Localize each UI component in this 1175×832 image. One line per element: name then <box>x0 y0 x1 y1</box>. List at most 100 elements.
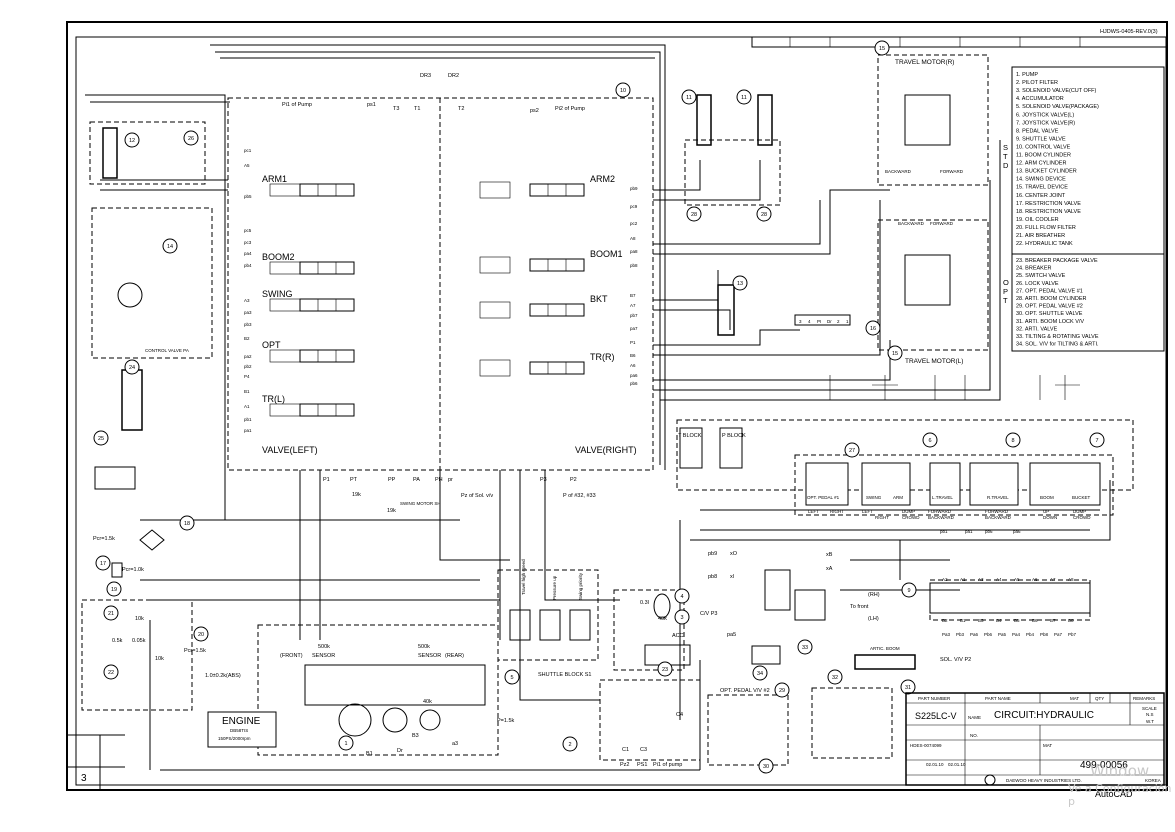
jl-pa6: pa6 <box>1013 529 1021 534</box>
callout-number: 30 <box>763 764 769 770</box>
direction-indicators <box>829 375 1080 400</box>
k10-label: 10k <box>155 656 164 662</box>
shuttle-label-2: Pressure up <box>552 575 557 600</box>
center-joint-port: 1 <box>846 319 849 324</box>
tb-scale-value: N.S <box>1146 712 1154 717</box>
shuttle-pilot-port: Pa4 <box>1012 632 1021 637</box>
t-p-blocks: T BLOCK P BLOCK <box>678 427 746 469</box>
legend-item: 31. ARTI. BOOM LOCK V/V <box>1016 319 1084 325</box>
vb-pt: PT <box>350 477 358 483</box>
port-label: pa8 <box>630 249 638 254</box>
callout-marker: 33 <box>797 639 813 655</box>
pcr-10: Pcr=1.0k <box>122 567 144 573</box>
port-label: P4 <box>244 374 250 379</box>
tb-mat-label: MAT <box>1070 696 1079 701</box>
corner-sheet-label: 3 <box>81 773 87 784</box>
callout-number: 1 <box>344 741 347 747</box>
jl-pb1: pb1 <box>940 529 948 534</box>
pump-500k-b: 500k <box>418 644 430 650</box>
t2-label: T2 <box>458 106 464 112</box>
swing-device-label: CONTROL VALVE PA <box>145 348 189 353</box>
port-label: pa1 <box>244 428 252 433</box>
engine-model: DB58TIS <box>230 728 248 733</box>
port-label: A5 <box>244 163 250 168</box>
pi2-of-pump: Pi2 of Pump <box>555 106 585 112</box>
hydraulic-lines <box>85 44 1111 771</box>
t-block-label: T BLOCK <box>678 433 702 439</box>
port-label: pa4 <box>244 251 252 256</box>
callout-marker: 17 <box>95 555 111 571</box>
legend-item: 25. SWITCH VALVE <box>1016 273 1066 279</box>
spool-label: ARM1 <box>262 174 287 184</box>
shuttle-pilot-port: Pb7 <box>1068 632 1077 637</box>
port-label: pb3 <box>244 322 252 327</box>
tb-qty-label: QTY <box>1095 696 1104 701</box>
callout-marker: 27 <box>844 442 860 458</box>
callout-number: 13 <box>737 281 743 287</box>
vb-p-of-32-33: P of #32, #33 <box>563 493 596 499</box>
swing-device: CONTROL VALVE PA <box>117 282 189 353</box>
spool-section: BOOM2 <box>262 252 355 275</box>
callout-number: 8 <box>1011 438 1014 444</box>
tilt-to-front: To front <box>850 604 869 610</box>
vb-pa: PA <box>413 477 420 483</box>
legend-item: 21. AIR BREATHER <box>1016 233 1065 239</box>
port-label: pb5 <box>244 194 252 199</box>
tilt-xo: xO <box>730 551 738 557</box>
callout-number: 11 <box>686 95 692 101</box>
callout-number: 5 <box>510 675 513 681</box>
callout-marker: 4 <box>674 588 690 604</box>
spool-label: TR(R) <box>590 352 615 362</box>
jl-dump-1: DUMP <box>902 509 915 514</box>
tm-l-backward: BACKWARD <box>898 221 925 226</box>
t3-label: T3 <box>393 106 399 112</box>
pump-rear: (REAR) <box>445 653 464 659</box>
shuttle-port: B4 <box>996 618 1002 623</box>
tm-r-backward: BACKWARD <box>885 169 912 174</box>
spool-label: BOOM2 <box>262 252 295 262</box>
c4-label: C4 <box>676 712 683 718</box>
spool-section: ARM2 <box>479 174 615 199</box>
pump-sensor1: SENSOR <box>312 653 335 659</box>
jl-pa1: pa1 <box>965 529 973 534</box>
pump-a3: a3 <box>452 741 458 747</box>
port-label: B2 <box>244 336 250 341</box>
tb-part-number-label: PART NUMBER <box>918 696 951 701</box>
callout-marker: 11 <box>736 89 752 105</box>
shuttle-port: A1 <box>960 577 966 582</box>
tb-company-1: DAEWOO HEAVY INDUSTRIES LTD. <box>1006 778 1082 783</box>
windows-activation-watermark: Window <box>1090 762 1150 780</box>
p-block-label: P BLOCK <box>722 433 746 439</box>
callout-number: 17 <box>100 561 106 567</box>
t1-label: T1 <box>414 106 420 112</box>
callout-marker: 24 <box>124 359 140 375</box>
legend-item: 14. SWING DEVICE <box>1016 177 1066 183</box>
legend-item: 29. OPT. PEDAL VALVE #2 <box>1016 304 1083 310</box>
callout-marker: 28 <box>686 206 702 222</box>
spool-section: BKT <box>479 294 608 319</box>
ps1-label: ps1 <box>367 102 376 108</box>
callout-marker: 29 <box>774 682 790 698</box>
port-label: pa3 <box>244 310 252 315</box>
legend-item: 27. OPT. PEDAL VALVE #1 <box>1016 288 1083 294</box>
legend-item: 10. CONTROL VALVE <box>1016 144 1071 150</box>
port-label: pc5 <box>244 228 252 233</box>
spool-section: BOOM1 <box>479 249 623 274</box>
tilting-valve: (RH) (LH) To front pb9 pb8 xA xB xl xO O… <box>708 551 900 694</box>
legend-item: 30. OPT. SHUTTLE VALVE <box>1016 311 1083 317</box>
port-label: pa2 <box>244 354 252 359</box>
jl-crowd-1: CROWD <box>902 515 920 520</box>
legend-item: 1. PUMP <box>1016 72 1038 78</box>
callout-number: 25 <box>98 436 104 442</box>
jl-arm: ARM <box>893 495 903 500</box>
callout-number: 14 <box>167 244 173 250</box>
vb-p1: P1 <box>323 477 330 483</box>
callout-marker: 7 <box>1089 432 1105 448</box>
abs-label: 1.0±0.2k(ABS) <box>205 673 241 679</box>
tilt-pb8: pb8 <box>708 574 717 580</box>
accumulator-vol: 0.3l <box>640 600 649 606</box>
legend-item: 15. TRAVEL DEVICE <box>1016 185 1068 191</box>
